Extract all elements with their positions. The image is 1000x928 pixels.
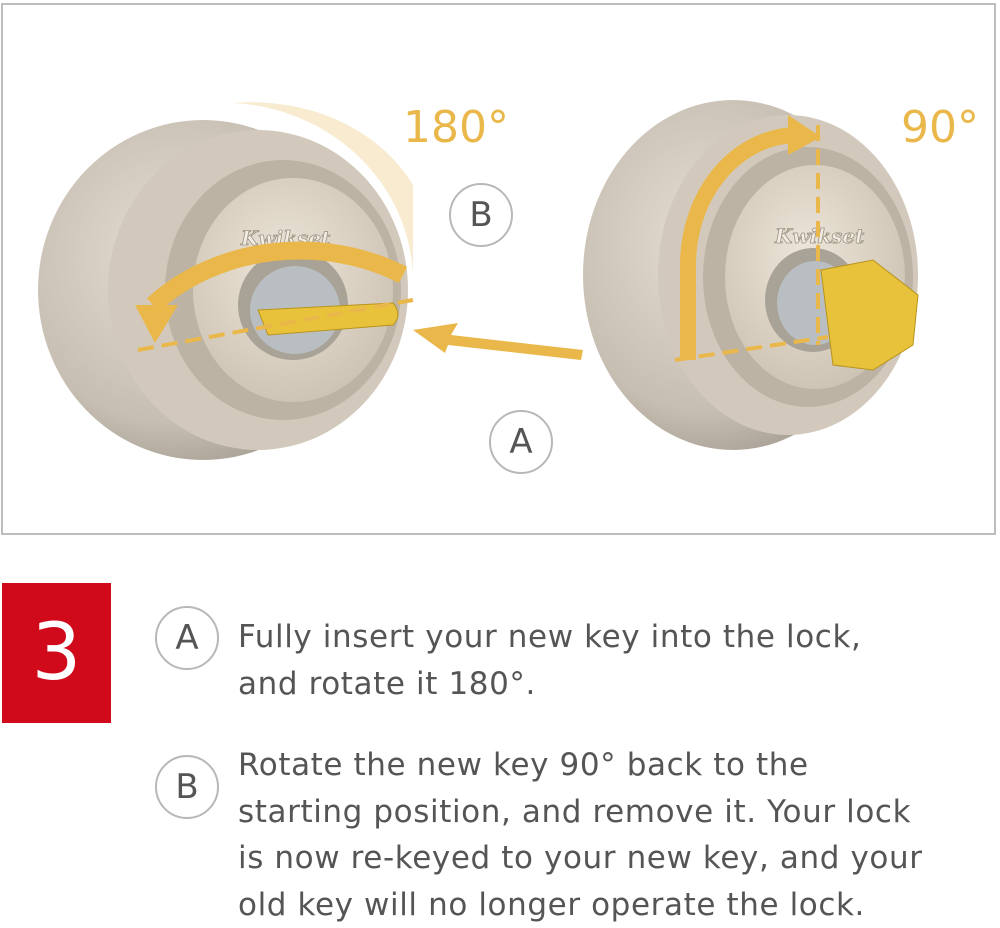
angle-label-180: 180° xyxy=(403,102,509,153)
marker-b-illustration: B xyxy=(449,183,513,247)
angle-label-90: 90° xyxy=(901,102,979,153)
left-deadbolt: Kwikset xyxy=(38,102,413,460)
instruction-b: Rotate the new key 90° back to the start… xyxy=(238,742,998,928)
insert-arrow xyxy=(413,323,583,360)
instruction-line: old key will no longer operate the lock. xyxy=(238,882,998,928)
instruction-a: Fully insert your new key into the lock,… xyxy=(238,614,998,707)
marker-a-illustration: A xyxy=(489,410,553,474)
instruction-line: and rotate it 180°. xyxy=(238,661,998,708)
illustration-panel: Kwikset Kwikset 180° 90° xyxy=(1,3,996,535)
marker-a: A xyxy=(155,606,219,670)
right-deadbolt: Kwikset xyxy=(583,100,918,450)
step-number-badge: 3 xyxy=(2,583,111,723)
marker-b: B xyxy=(155,755,219,819)
instruction-line: Fully insert your new key into the lock, xyxy=(238,614,998,661)
instruction-line: starting position, and remove it. Your l… xyxy=(238,789,998,836)
instruction-line: Rotate the new key 90° back to the xyxy=(238,742,998,789)
instruction-line: is now re-keyed to your new key, and you… xyxy=(238,835,998,882)
